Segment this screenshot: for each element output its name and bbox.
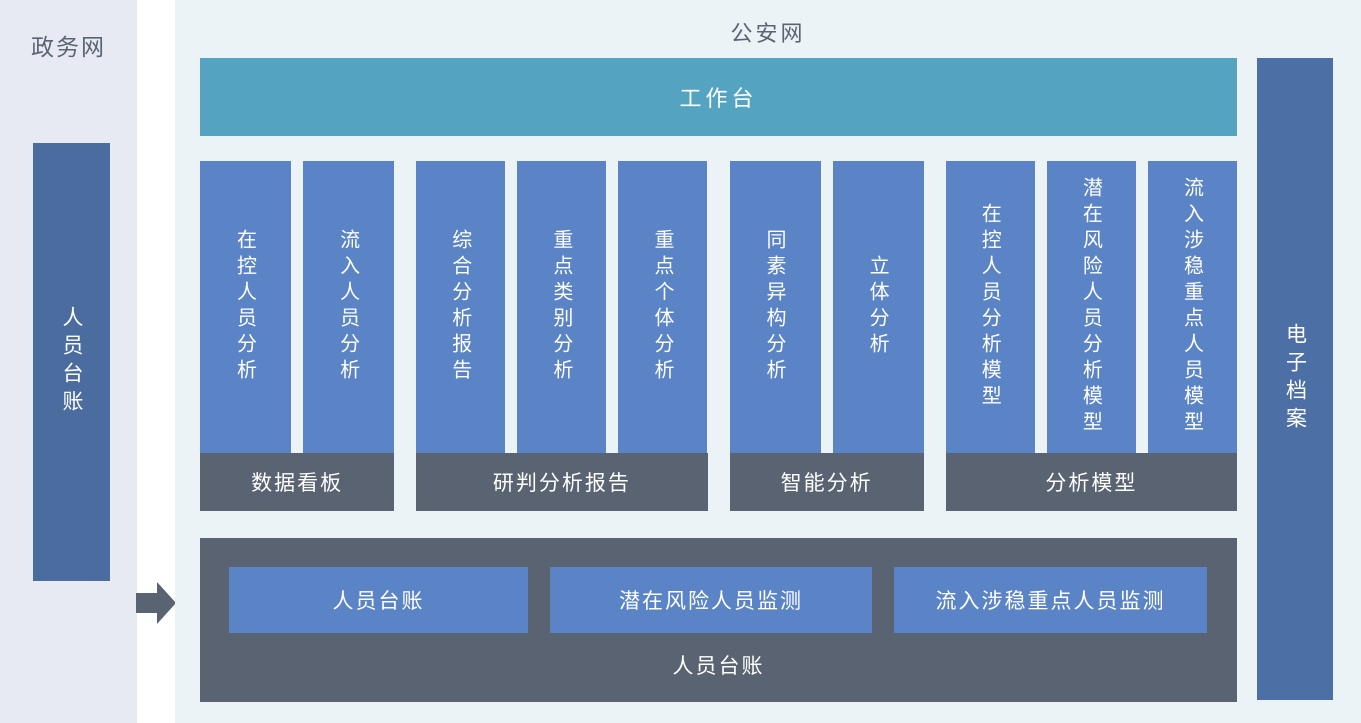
module-column: 在控人员分析模型 — [945, 161, 1035, 453]
group-footer-label: 数据看板 — [200, 453, 395, 511]
module-column-label: 综合分析报告 — [448, 229, 473, 385]
module-column: 在控人员分析 — [200, 161, 292, 453]
module-column-label: 立体分析 — [866, 255, 891, 359]
ledger-box-label: 人员台账 — [672, 654, 765, 678]
module-group: 综合分析报告 重点类别分析 重点个体分析研判分析报告 — [416, 161, 708, 511]
module-columns: 同素异构分析 立体分析 — [729, 161, 924, 453]
flow-arrow-icon — [136, 582, 176, 624]
personnel-ledger-box: 人员台账潜在风险人员监测流入涉稳重点人员监测 人员台账 — [200, 538, 1237, 702]
module-column-label: 流入人员分析 — [336, 229, 361, 385]
gov-personnel-ledger-bar: 人员台账 — [33, 143, 110, 581]
module-column-label: 重点类别分析 — [549, 229, 574, 385]
module-columns: 在控人员分析模型 潜在风险人员分析模型 流入涉稳重点人员模型 — [945, 161, 1237, 453]
workbench-bar: 工作台 — [200, 58, 1237, 136]
module-column: 综合分析报告 — [416, 161, 506, 453]
module-column: 流入人员分析 — [303, 161, 395, 453]
group-footer-label: 智能分析 — [729, 453, 924, 511]
module-column-label: 在控人员分析 — [233, 229, 258, 385]
group-footer-label: 分析模型 — [945, 453, 1237, 511]
ledger-button: 流入涉稳重点人员监测 — [894, 567, 1207, 633]
module-columns: 综合分析报告 重点类别分析 重点个体分析 — [416, 161, 708, 453]
module-column-label: 流入涉稳重点人员模型 — [1180, 177, 1205, 437]
ledger-buttons: 人员台账潜在风险人员监测流入涉稳重点人员监测 — [229, 567, 1207, 633]
module-column: 立体分析 — [832, 161, 924, 453]
electronic-archive-bar: 电子档案 — [1257, 58, 1333, 700]
gov-network-panel: 政务网 人员台账 — [0, 0, 137, 723]
module-columns: 在控人员分析 流入人员分析 — [200, 161, 395, 453]
module-column: 重点类别分析 — [517, 161, 607, 453]
module-column: 潜在风险人员分析模型 — [1046, 161, 1136, 453]
gov-personnel-ledger-label: 人员台账 — [60, 306, 84, 418]
ledger-button: 潜在风险人员监测 — [550, 567, 872, 633]
workbench-label: 工作台 — [679, 87, 758, 112]
police-network-panel: 公安网 工作台 在控人员分析 流入人员分析数据看板 综合分析报告 重点类别分析 重点个体… — [175, 0, 1361, 723]
gov-network-title: 政务网 — [31, 35, 106, 61]
electronic-archive-label: 电子档案 — [1283, 323, 1308, 435]
module-column-label: 在控人员分析模型 — [978, 203, 1003, 411]
group-footer-label: 研判分析报告 — [416, 453, 708, 511]
module-column: 流入涉稳重点人员模型 — [1147, 161, 1237, 453]
module-group: 同素异构分析 立体分析智能分析 — [729, 161, 924, 511]
module-groups: 在控人员分析 流入人员分析数据看板 综合分析报告 重点类别分析 重点个体分析研判分析报告… — [200, 161, 1237, 511]
module-column-label: 同素异构分析 — [763, 229, 788, 385]
ledger-button: 人员台账 — [229, 567, 528, 633]
module-column: 重点个体分析 — [618, 161, 708, 453]
module-group: 在控人员分析模型 潜在风险人员分析模型 流入涉稳重点人员模型分析模型 — [945, 161, 1237, 511]
police-network-title: 公安网 — [730, 22, 806, 47]
module-column: 同素异构分析 — [729, 161, 821, 453]
module-group: 在控人员分析 流入人员分析数据看板 — [200, 161, 395, 511]
module-column-label: 潜在风险人员分析模型 — [1079, 177, 1104, 437]
module-column-label: 重点个体分析 — [650, 229, 675, 385]
